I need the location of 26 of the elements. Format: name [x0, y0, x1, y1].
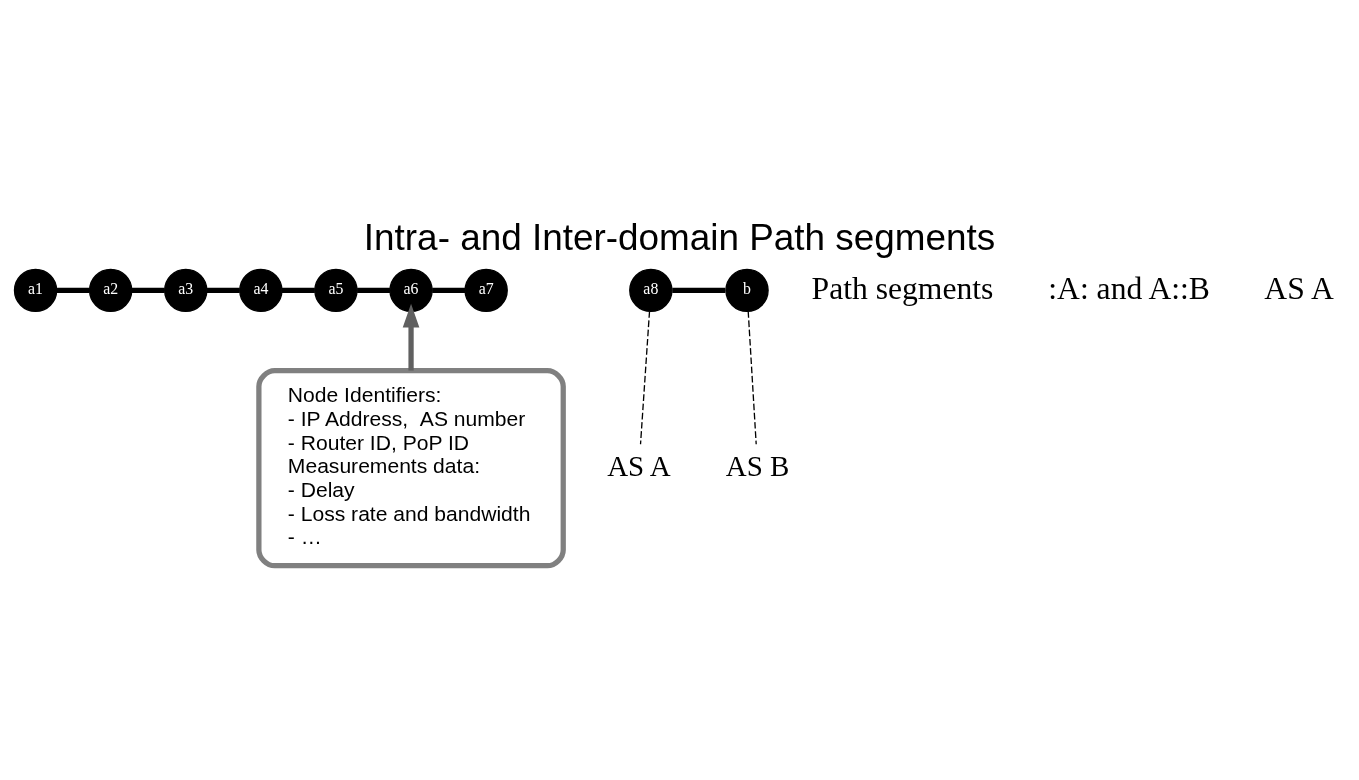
connector: [672, 287, 726, 293]
node-circle: a7: [464, 268, 508, 312]
connector: [639, 310, 651, 445]
connector: [432, 287, 466, 293]
node-circle: a2: [88, 268, 133, 312]
node-text: AS B: [725, 449, 790, 482]
arrow: [402, 303, 420, 371]
node-circle: b: [725, 268, 769, 312]
node-circle: a3: [164, 268, 208, 312]
node-text: AS A: [607, 449, 671, 482]
label: :A: and A::B: [1048, 270, 1210, 306]
connector: [206, 287, 240, 293]
node-circle: a8: [629, 268, 673, 312]
node-circle: a5: [314, 268, 358, 312]
node-circle: a1: [13, 268, 58, 312]
node-box: Node Identifiers: - IP Address, AS number - Router ID, PoP ID Measurements data: - Delay - Loss rate and bandwidth - …: [256, 367, 566, 568]
label: Path segments: [811, 270, 994, 306]
connector: [131, 287, 165, 293]
label: AS A: [1264, 270, 1334, 306]
connector: [747, 310, 757, 445]
node-circle: a4: [239, 268, 283, 312]
node-circle: a6: [389, 268, 433, 312]
connector: [282, 287, 315, 293]
connector: [56, 287, 90, 293]
connector: [357, 287, 390, 293]
diagram-title: Intra- and Inter-domain Path segments: [363, 216, 996, 258]
